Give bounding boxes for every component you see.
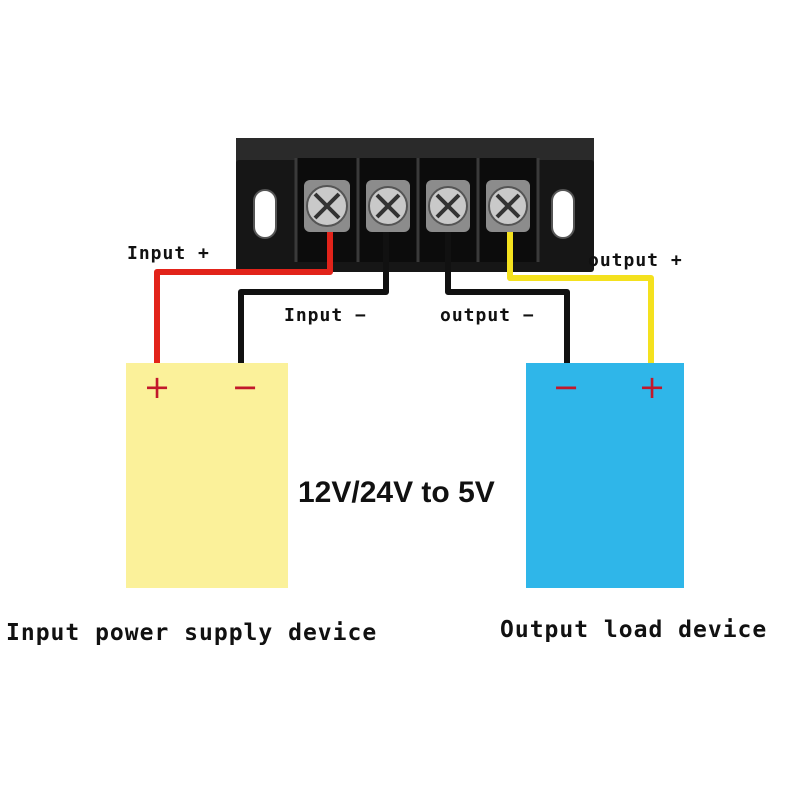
screw-terminal-4	[486, 180, 530, 232]
screw-terminal-1	[304, 180, 350, 232]
input-power-supply-box	[126, 363, 288, 588]
conversion-title: 12V/24V to 5V	[298, 476, 495, 509]
label-input-plus: Input +	[127, 243, 210, 264]
label-input-minus: Input −	[284, 305, 367, 326]
mounting-holes	[253, 189, 575, 239]
label-output-device: Output load device	[500, 617, 768, 643]
wire-input-positive	[154, 232, 333, 366]
input-plus-sign: +	[144, 368, 171, 406]
terminal-dividers	[294, 158, 540, 262]
wire-output-negative	[445, 232, 570, 366]
output-load-box	[526, 363, 684, 588]
label-input-device: Input power supply device	[6, 620, 378, 646]
converter-module	[236, 138, 594, 272]
wire-input-negative	[238, 232, 389, 366]
wire-output-positive	[507, 232, 654, 366]
output-minus-sign: −	[553, 368, 580, 406]
screw-terminal-2	[366, 180, 410, 232]
output-plus-sign: +	[639, 368, 666, 406]
mount-hole-right	[551, 189, 575, 239]
label-output-plus: output +	[588, 250, 683, 271]
label-output-minus: output −	[440, 305, 535, 326]
mount-hole-left	[253, 189, 277, 239]
input-minus-sign: −	[232, 368, 259, 406]
screw-terminal-3	[426, 180, 470, 232]
